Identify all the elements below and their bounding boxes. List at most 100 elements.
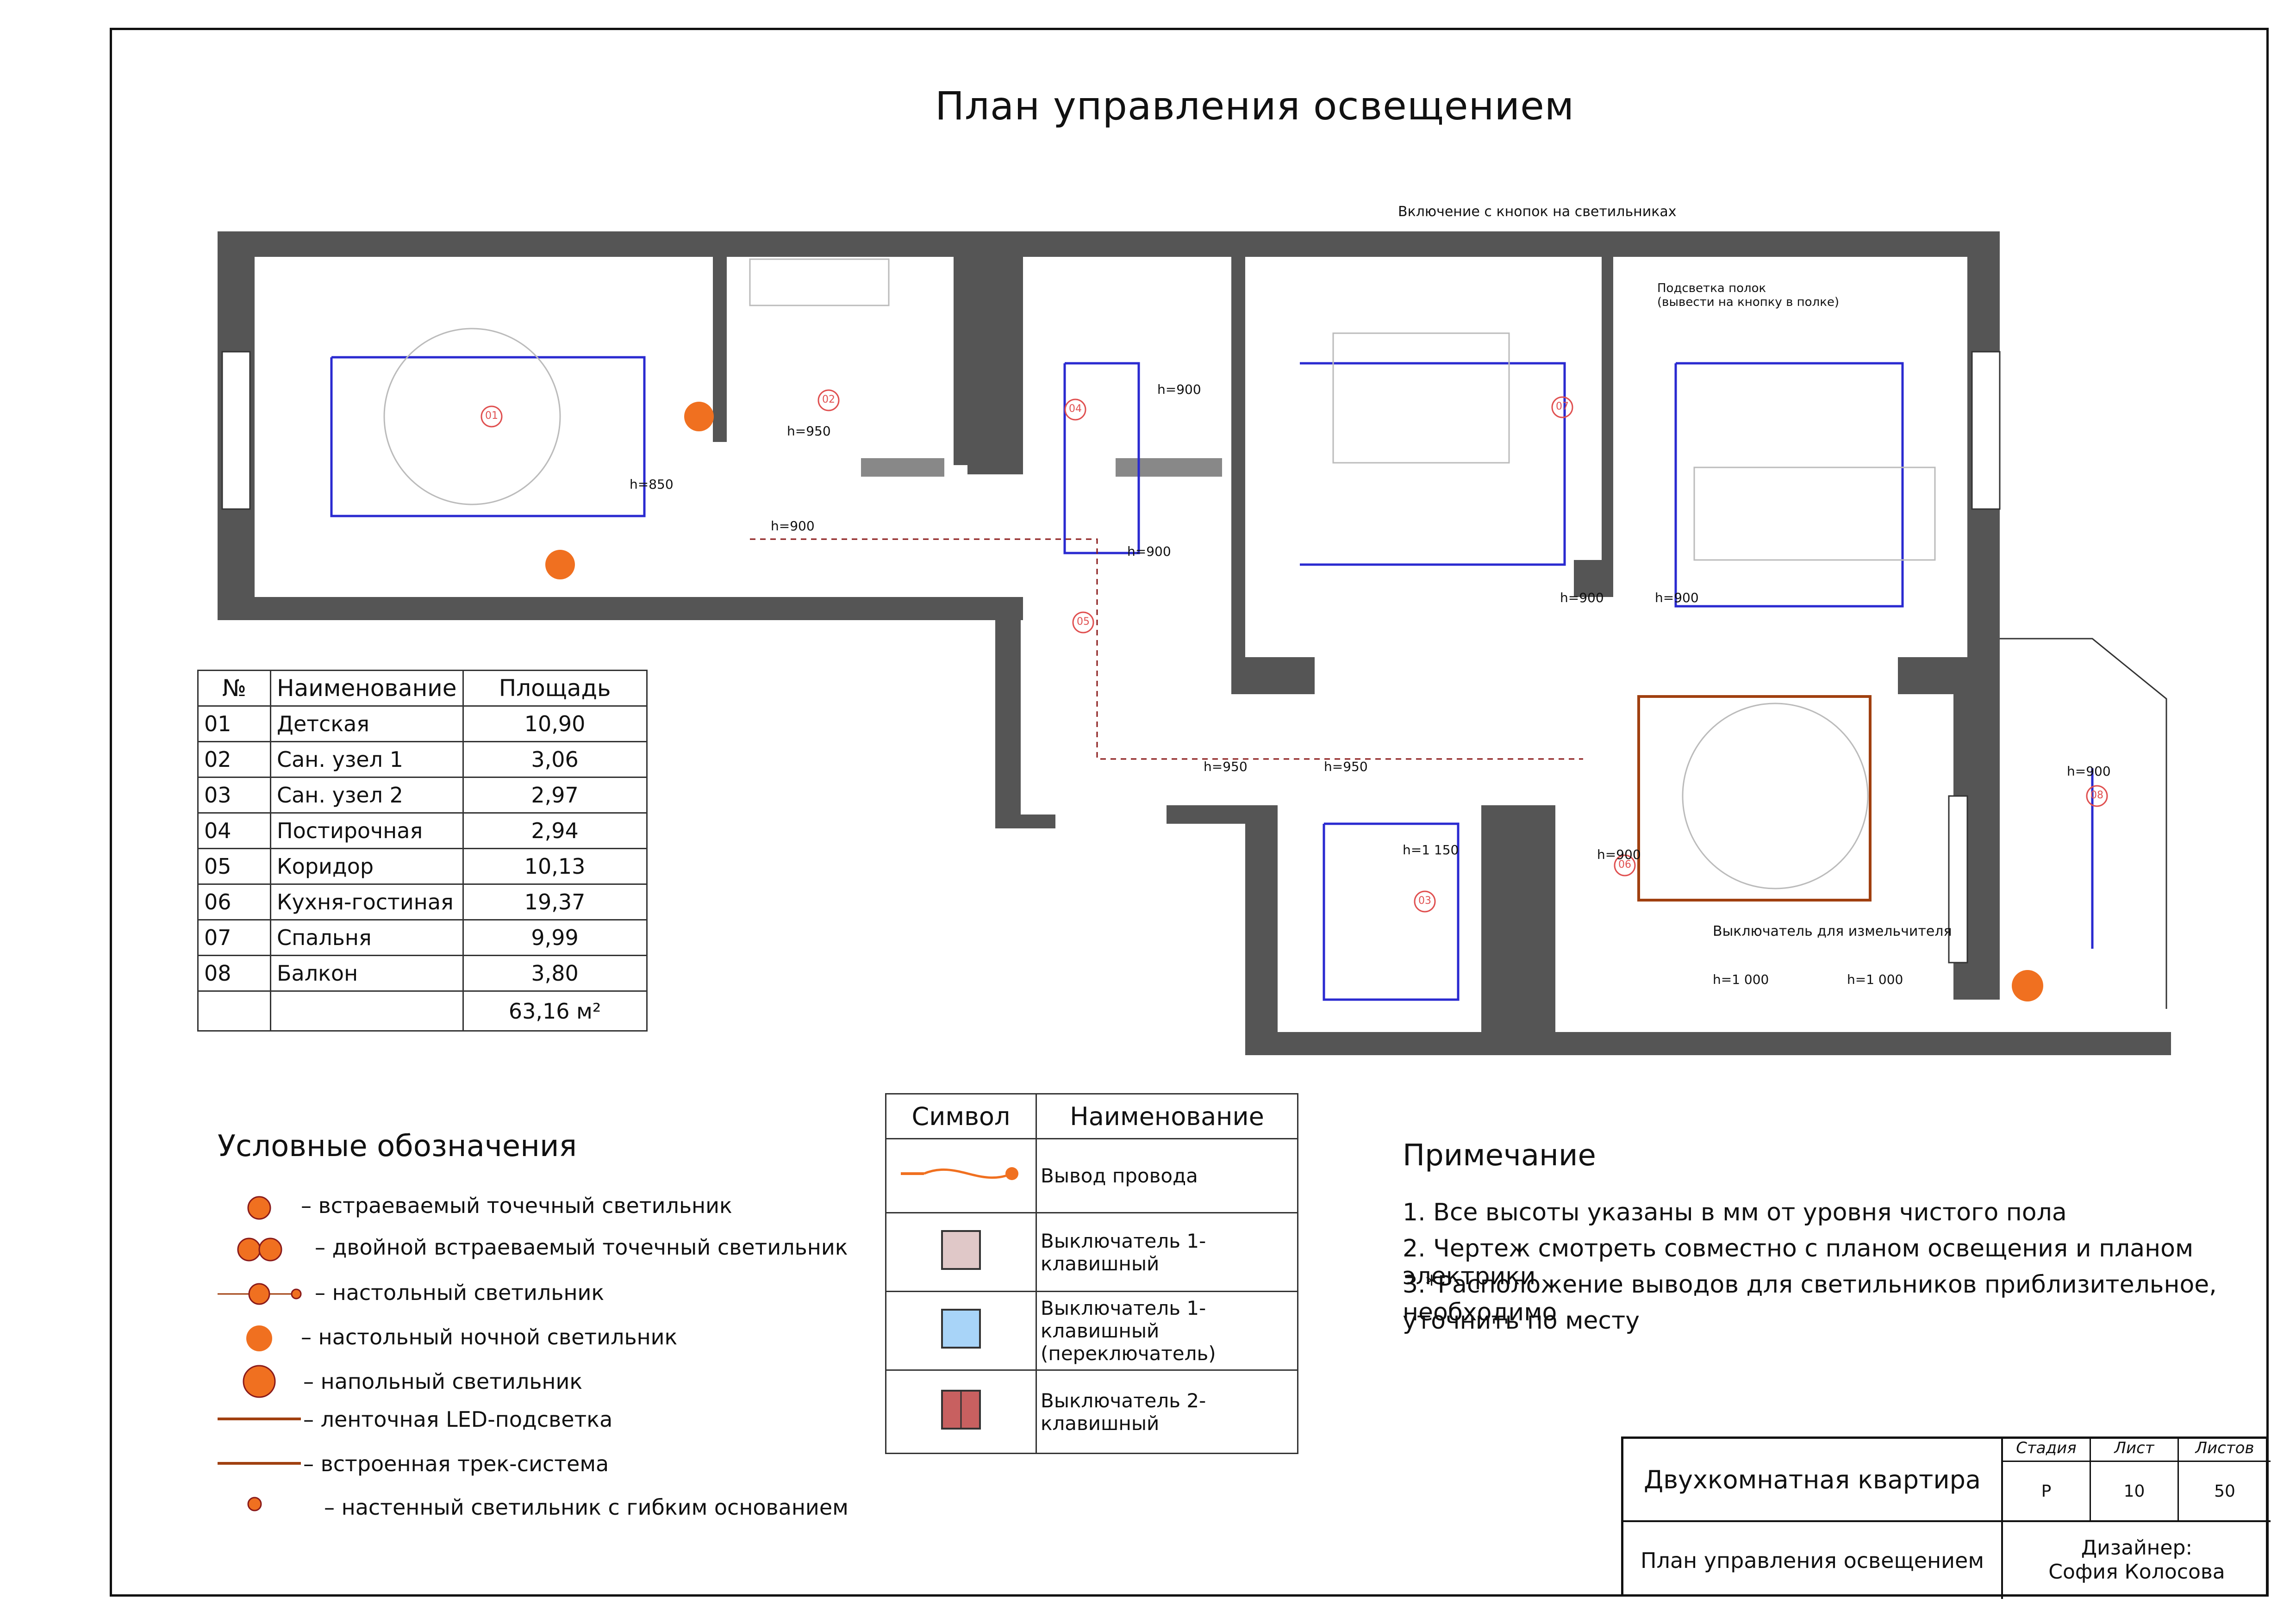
room-number: 03 xyxy=(197,777,271,814)
windows xyxy=(221,351,2167,1009)
stamp-sheets-label: Листов xyxy=(2179,1439,2271,1462)
plan-furniture xyxy=(383,258,1936,889)
room-area: 10,90 xyxy=(462,705,648,742)
room-name: Спальня xyxy=(270,919,464,956)
double-spot-icon xyxy=(237,1237,261,1262)
room-number: 06 xyxy=(197,883,271,920)
switch-toggle-icon xyxy=(885,1291,1037,1371)
switch-1-key-icon xyxy=(885,1212,1037,1292)
room-tag: 08 xyxy=(2090,790,2103,801)
legend-item: – встроенная трек-система xyxy=(303,1451,609,1476)
note-line: 3.*Расположение выводов для светильников… xyxy=(1403,1271,2217,1326)
room-area: 10,13 xyxy=(462,848,648,885)
switch-2-key-icon xyxy=(885,1369,1037,1454)
walls xyxy=(218,231,2171,1055)
col-area: Площадь xyxy=(462,670,648,707)
col-symbol-name: Наименование xyxy=(1036,1093,1298,1139)
stamp-sheets: 50 xyxy=(2179,1462,2271,1522)
room-number: 08 xyxy=(197,955,271,992)
switch-height-label: h=850 xyxy=(630,477,674,492)
symbol-name: Выключатель 1-клавишный xyxy=(1036,1212,1298,1292)
table-lamp-icon xyxy=(248,1283,270,1305)
room-name: Сан. узел 1 xyxy=(270,741,464,778)
rooms-table-header: № Наименование Площадь xyxy=(197,670,648,707)
annotation-shelves-line-1: Подсветка полок xyxy=(1657,281,1766,295)
legend-icons xyxy=(218,1196,302,1511)
room-number: 02 xyxy=(197,741,271,778)
room-tag: 03 xyxy=(1418,895,1431,907)
legend-item: – двойной встраеваемый точечный светильн… xyxy=(315,1235,848,1260)
annotation-meter: Выключатель для измельчителя xyxy=(1713,923,1952,939)
room-tag: 01 xyxy=(485,410,498,422)
room-name: Постирочная xyxy=(270,812,464,849)
note-line: 2. Чертеж смотреть совместно с планом ос… xyxy=(1403,1235,2194,1290)
stamp-stage: Р xyxy=(2003,1462,2091,1522)
switch-height-label: h=900 xyxy=(1127,544,1171,559)
symbol-name: Вывод провода xyxy=(1036,1138,1298,1213)
note-line: 1. Все высоты указаны в мм от уровня чис… xyxy=(1403,1199,2067,1226)
floor-lamp-icon xyxy=(243,1365,276,1398)
room-number: 04 xyxy=(197,812,271,849)
table-row: Выключатель 1-клавишный xyxy=(885,1212,1298,1292)
legend-item: – настольный светильник xyxy=(315,1280,605,1305)
annotation-shelves-line-2: (вывести на кнопку в полке) xyxy=(1657,295,1840,309)
switch-height-label: h=1 000 xyxy=(1713,972,1769,987)
room-tag: 02 xyxy=(822,394,835,405)
switch-height-label: h=1 150 xyxy=(1403,842,1459,858)
col-name: Наименование xyxy=(270,670,464,707)
table-row: Выключатель 2-клавишный xyxy=(885,1369,1298,1454)
dining-track xyxy=(1637,695,1872,902)
annotation-shelves: Подсветка полок (вывести на кнопку в пол… xyxy=(1657,281,1839,309)
room-tags xyxy=(480,389,2108,913)
switch-height-label: h=950 xyxy=(1204,759,1248,774)
stamp-stage-label: Стадия xyxy=(2003,1439,2091,1462)
switch-height-label: h=900 xyxy=(1655,590,1699,605)
switch-height-label: h=950 xyxy=(787,423,831,439)
room-tag: 07 xyxy=(1556,401,1569,412)
legend-item: – ленточная LED-подсветка xyxy=(303,1407,613,1432)
room-name: Коридор xyxy=(270,848,464,885)
title-block: Двухкомнатная квартира План управления о… xyxy=(1621,1436,2271,1599)
room-area: 2,94 xyxy=(462,812,648,849)
switch-height-label: h=1 000 xyxy=(1847,972,1903,987)
legend-item: – напольный светильник xyxy=(303,1369,583,1394)
note-line: уточнить по месту xyxy=(1403,1307,1640,1335)
col-number: № xyxy=(197,670,271,707)
legend-item: – настольный ночной светильник xyxy=(301,1325,678,1349)
symbol-name: Выключатель 1-клавишный (переключатель) xyxy=(1036,1291,1298,1371)
annotation-buttons: Включение с кнопок на светильниках xyxy=(1398,204,1677,220)
table-row: Вывод провода xyxy=(885,1138,1298,1213)
legend-title: Условные обозначения xyxy=(218,1129,577,1163)
legend-item: – настенный светильник с гибким основани… xyxy=(324,1495,849,1520)
stamp-project: Двухкомнатная квартира xyxy=(1623,1439,2003,1522)
total-row: 63,16 м² xyxy=(197,990,648,1032)
legend-item: – встраеваемый точечный светильник xyxy=(301,1193,732,1218)
room-number: 01 xyxy=(197,705,271,742)
stamp-sheet: 10 xyxy=(2091,1462,2179,1522)
wire-outlet-icon xyxy=(885,1138,1037,1213)
switch-height-label: h=900 xyxy=(1560,590,1604,605)
notes-title: Примечание xyxy=(1403,1138,1596,1173)
total-area: 63,16 м² xyxy=(462,990,648,1032)
room-area: 3,06 xyxy=(462,741,648,778)
switch-height-label: h=900 xyxy=(771,518,815,534)
recessed-spot-icon xyxy=(247,1196,271,1220)
room-name: Балкон xyxy=(270,955,464,992)
room-number: 05 xyxy=(197,848,271,885)
symbols-table: Символ Наименование Вывод провода Выключ… xyxy=(885,1093,1298,1454)
stamp-designer-name: София Колосова xyxy=(2048,1560,2225,1584)
room-area: 9,99 xyxy=(462,919,648,956)
room-name: Кухня-гостиная xyxy=(270,883,464,920)
switch-height-label: h=900 xyxy=(1157,382,1201,397)
room-name: Детская xyxy=(270,705,464,742)
stamp-designer: Дизайнер: София Колосова xyxy=(2003,1522,2271,1599)
